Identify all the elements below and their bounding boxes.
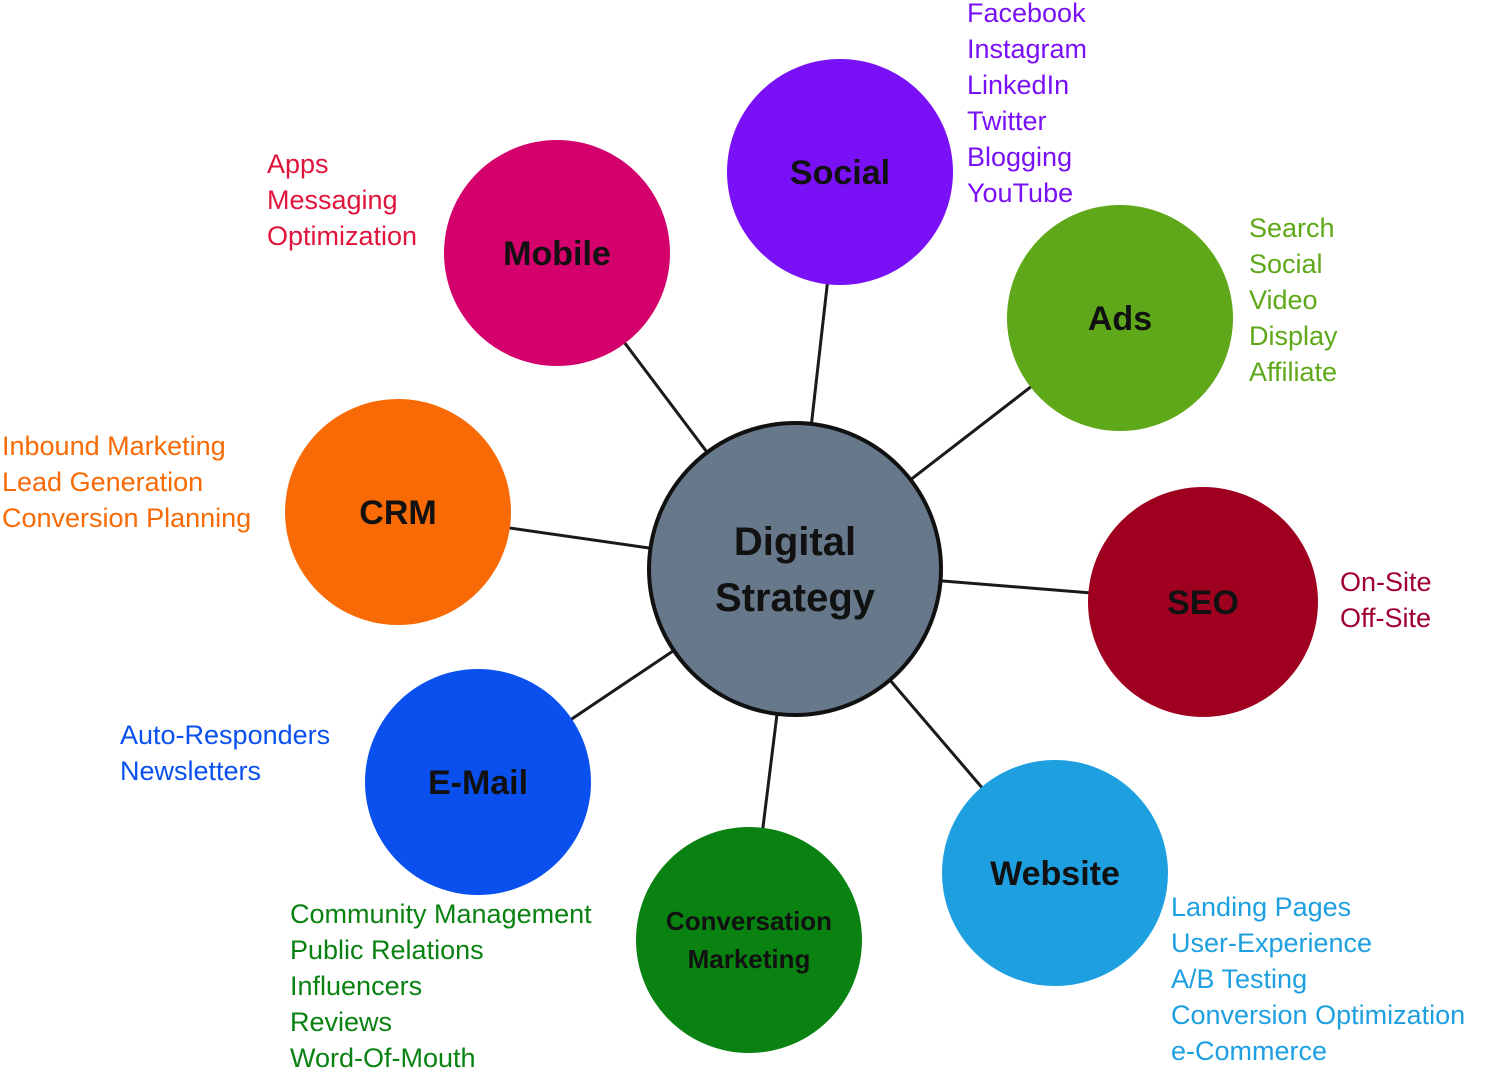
list-item: Off-Site <box>1340 603 1432 633</box>
website-label-line: Website <box>990 855 1120 893</box>
conversation-marketing-label-line: Marketing <box>688 944 811 974</box>
list-item: Display <box>1249 321 1338 351</box>
list-item: Blogging <box>967 142 1073 172</box>
list-item: Social <box>1249 249 1323 279</box>
list-item: On-Site <box>1340 567 1432 597</box>
email-circle <box>365 669 591 895</box>
seo-item-list: On-Site Off-Site <box>1340 564 1432 636</box>
social-label-line: Social <box>790 154 890 192</box>
nodes: MobileSocialAdsSEOWebsiteConversationMar… <box>285 59 1318 1053</box>
conversation-marketing-circle <box>636 827 862 1053</box>
list-item: Auto-Responders <box>120 720 331 750</box>
website-circle <box>942 760 1168 986</box>
list-item: Conversion Optimization <box>1171 1000 1466 1030</box>
list-item: Apps <box>267 149 329 179</box>
conversation-marketing-label-line: Conversation <box>666 906 832 936</box>
list-item: A/B Testing <box>1171 964 1308 994</box>
list-item: Public Relations <box>290 935 484 965</box>
crm-circle <box>285 399 511 625</box>
list-item: Community Management <box>290 899 592 929</box>
list-item: Influencers <box>290 971 423 1001</box>
list-item: Instagram <box>967 34 1088 64</box>
email-label-line: E-Mail <box>428 764 528 802</box>
mobile-circle <box>444 140 670 366</box>
list-item: Facebook <box>967 0 1086 28</box>
list-item: Affiliate <box>1249 357 1338 387</box>
crm-node: CRM <box>285 399 511 625</box>
center-label-line: Digital <box>734 520 856 564</box>
ads-label-line: Ads <box>1088 300 1152 338</box>
list-item: Word-Of-Mouth <box>290 1043 476 1073</box>
mobile-label-line: Mobile <box>503 235 611 273</box>
mobile-item-list: Apps Messaging Optimization <box>267 146 417 254</box>
list-item: Reviews <box>290 1007 393 1037</box>
crm-item-list: Inbound Marketing Lead Generation Conver… <box>2 428 251 536</box>
center-label-line: Strategy <box>715 576 876 620</box>
social-node: Social <box>727 59 953 285</box>
ads-node: Ads <box>1007 205 1233 431</box>
ads-circle <box>1007 205 1233 431</box>
list-item: Search <box>1249 213 1335 243</box>
list-item: Inbound Marketing <box>2 431 226 461</box>
ads-item-list: Search Social Video Display Affiliate <box>1249 210 1338 390</box>
website-item-list: Landing Pages User-Experience A/B Testin… <box>1171 889 1465 1069</box>
seo-circle <box>1088 487 1318 717</box>
list-item: Landing Pages <box>1171 892 1352 922</box>
seo-label-line: SEO <box>1167 584 1239 622</box>
social-item-list: Facebook Instagram LinkedIn Twitter Blog… <box>967 0 1087 211</box>
list-item: e-Commerce <box>1171 1036 1328 1066</box>
list-item: User-Experience <box>1171 928 1373 958</box>
mobile-node: Mobile <box>444 140 670 366</box>
list-item: Messaging <box>267 185 398 215</box>
list-item: Video <box>1249 285 1318 315</box>
list-item: YouTube <box>967 178 1074 208</box>
list-item: Optimization <box>267 221 418 251</box>
list-item: LinkedIn <box>967 70 1070 100</box>
social-circle <box>727 59 953 285</box>
seo-node: SEO <box>1088 487 1318 717</box>
list-item: Newsletters <box>120 756 262 786</box>
crm-label-line: CRM <box>359 494 436 532</box>
list-item: Lead Generation <box>2 467 204 497</box>
list-item: Twitter <box>967 106 1047 136</box>
email-node: E-Mail <box>365 669 591 895</box>
center-circle <box>647 421 943 717</box>
conversation-marketing-item-list: Community Management Public Relations In… <box>290 896 592 1076</box>
email-item-list: Auto-Responders Newsletters <box>120 717 330 789</box>
list-item: Conversion Planning <box>2 503 252 533</box>
website-node: Website <box>942 760 1168 986</box>
